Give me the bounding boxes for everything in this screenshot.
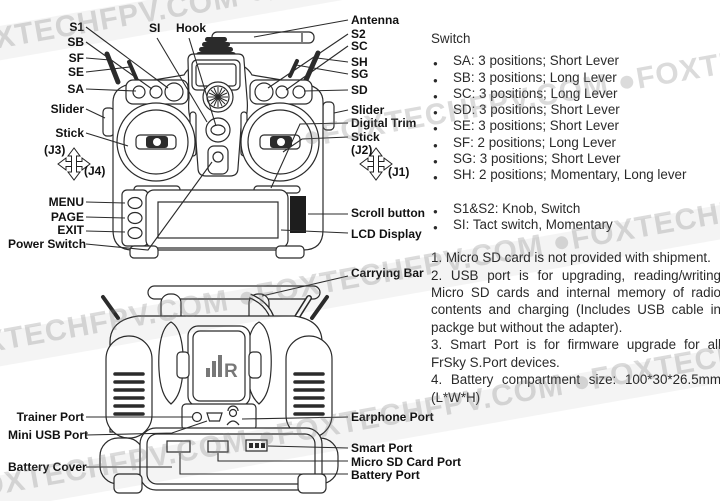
label-mini-usb-port: Mini USB Port	[8, 428, 88, 442]
frsky-logo: R	[224, 361, 238, 382]
s2-knob	[254, 82, 274, 102]
label-si: SI	[149, 21, 161, 35]
left-slider	[102, 107, 115, 137]
label-battery-port: Battery Port	[351, 468, 420, 482]
label-sf: SF	[68, 51, 84, 65]
switch-list-item: SC: 3 positions; Long Lever	[431, 86, 720, 106]
knob-switch-item: SI: Tact switch, Momentary	[431, 217, 720, 237]
label-stick-right: Stick	[351, 130, 380, 144]
carrying-bar-shape	[147, 285, 321, 300]
label-s1: S1	[69, 20, 84, 34]
s1-knob	[164, 82, 184, 102]
switch-list-item: SE: 3 positions; Short Lever	[431, 118, 720, 138]
scroll-button-shape	[290, 196, 306, 233]
label-slider-left: Slider	[50, 102, 84, 116]
switch-list: SA: 3 positions; Short Lever SB: 3 posit…	[431, 53, 720, 187]
label-scroll-button: Scroll button	[351, 206, 425, 220]
switch-list-item: SG: 3 positions; Short Lever	[431, 151, 720, 171]
knob-switch-list: S1&S2: Knob, Switch SI: Tact switch, Mom…	[431, 201, 720, 237]
label-sc: SC	[351, 39, 368, 53]
label-antenna: Antenna	[351, 13, 399, 27]
j2-j1-arrow-cross	[359, 147, 393, 181]
label-j4: (J4)	[84, 164, 106, 178]
spec-text-column: Switch SA: 3 positions; Short Lever SB: …	[431, 31, 720, 406]
mini-usb-port-shape	[206, 412, 223, 422]
label-sg: SG	[351, 67, 369, 81]
label-stick-left: Stick	[55, 126, 84, 140]
label-sa: SA	[67, 82, 84, 96]
label-se: SE	[67, 65, 84, 79]
knob-switch-item: S1&S2: Knob, Switch	[431, 201, 720, 221]
label-exit: EXIT	[57, 223, 84, 237]
right-gimbal	[240, 102, 320, 182]
back-view-drawing: R	[99, 285, 339, 494]
label-slider-right: Slider	[351, 103, 385, 117]
label-smart-port: Smart Port	[351, 441, 413, 455]
hook-mount	[205, 117, 231, 143]
frsky-logo-bars	[206, 355, 222, 377]
switch-list-item: SH: 2 positions; Momentary, Long lever	[431, 167, 720, 187]
micro-sd-port-shape	[207, 440, 229, 453]
antenna-rod	[211, 31, 315, 44]
switch-list-item: SF: 2 positions; Long Lever	[431, 135, 720, 155]
battery-port-shape	[166, 440, 191, 453]
switch-list-item: SB: 3 positions; Long Lever	[431, 70, 720, 90]
switch-section-heading: Switch	[431, 31, 471, 46]
leader-lines	[85, 19, 349, 475]
bottom-rubber	[139, 427, 323, 491]
label-earphone-port: Earphone Port	[351, 410, 434, 424]
label-battery-cover: Battery Cover	[8, 460, 87, 474]
notes-block: 1. Micro SD card is not provided with sh…	[431, 249, 720, 406]
label-sh: SH	[351, 55, 368, 69]
switch-list-item: SA: 3 positions; Short Lever	[431, 53, 720, 73]
label-s2: S2	[351, 27, 366, 41]
label-page: PAGE	[50, 210, 84, 224]
trainer-port-shape	[191, 411, 203, 423]
label-micro-sd-card-port: Micro SD Card Port	[351, 455, 462, 469]
label-carrying-bar: Carrying Bar	[351, 266, 424, 280]
label-lcd-display: LCD Display	[351, 227, 422, 241]
note-2: 2. USB port is for upgrading, reading/wr…	[431, 267, 720, 335]
note-4: 4. Battery compartment size: 100*30*26.5…	[431, 372, 720, 405]
label-j3: (J3)	[44, 143, 66, 157]
left-gimbal	[116, 102, 196, 182]
label-menu: MENU	[48, 195, 84, 209]
earphone-port-shape	[226, 405, 240, 426]
label-j1: (J1)	[388, 165, 410, 179]
label-power-switch: Power Switch	[8, 237, 87, 251]
label-hook: Hook	[176, 21, 206, 35]
note-3: 3. Smart Port is for firmware upgrade fo…	[431, 337, 720, 370]
j3-j4-arrow-cross	[57, 147, 91, 181]
right-slider	[322, 101, 335, 131]
label-j2: (J2)	[351, 143, 373, 157]
label-trainer-port: Trainer Port	[16, 410, 84, 424]
power-switch-shape	[207, 145, 229, 175]
label-sb: SB	[67, 35, 84, 49]
label-digital-trim: Digital Trim	[351, 116, 417, 130]
note-1: 1. Micro SD card is not provided with sh…	[431, 250, 711, 266]
switch-list-item: SD: 3 positions; Short Lever	[431, 102, 720, 122]
label-sd: SD	[351, 83, 368, 97]
